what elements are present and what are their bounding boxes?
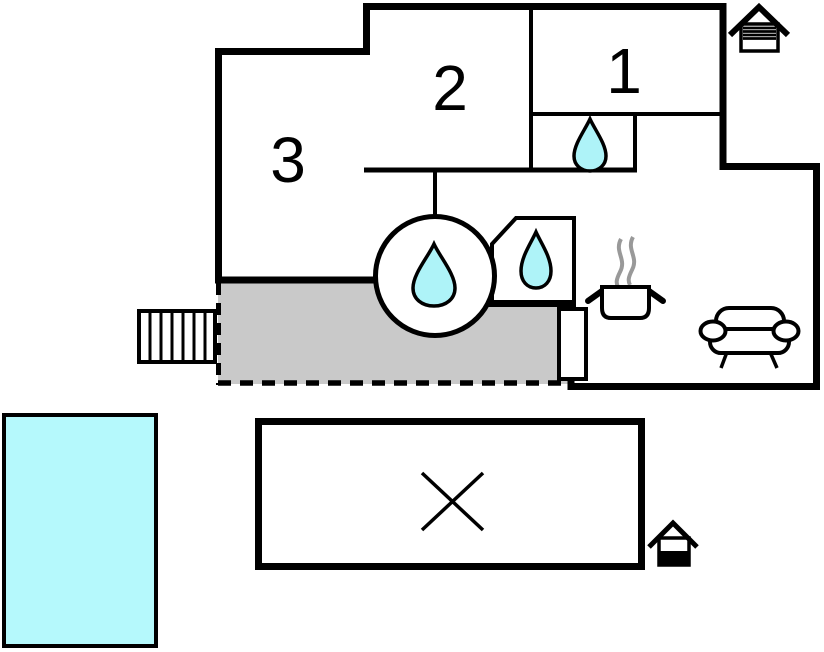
- bathroom-drop-icon: [572, 114, 608, 173]
- room-3-label: 3: [270, 124, 306, 196]
- stove-icon: [585, 236, 666, 320]
- pool-area: [2, 413, 158, 648]
- pot-body: [600, 285, 651, 320]
- annex-cross-icon: [420, 471, 485, 532]
- house-upper-hatching: [743, 26, 776, 40]
- pot-right-handle: [646, 288, 666, 304]
- stairs-treads: [148, 311, 207, 362]
- house-roof: [647, 519, 699, 549]
- room-2-label: 2: [432, 52, 468, 124]
- stairs-outline: [137, 309, 217, 364]
- ground-floor-house-icon: [647, 519, 699, 567]
- house-lower-fill: [659, 551, 689, 565]
- steam-icon: [626, 236, 637, 286]
- annex-building: [255, 418, 645, 570]
- outer-wall-outline: [215, 3, 820, 390]
- sofa-icon: [698, 306, 801, 369]
- stairs-icon: [137, 309, 217, 364]
- steam-icon: [614, 238, 625, 288]
- pot-left-handle: [585, 288, 605, 304]
- sofa-left-armrest: [698, 319, 728, 343]
- shower-drop-icon: [519, 227, 553, 290]
- upper-floor-house-icon: [727, 2, 791, 53]
- door-symbol: [557, 307, 588, 381]
- sofa-right-armrest: [771, 319, 801, 343]
- hot-tub-drop-icon: [411, 239, 457, 308]
- house-roof: [727, 2, 791, 38]
- annex-outline: [255, 418, 645, 570]
- room-1-label: 1: [606, 35, 642, 107]
